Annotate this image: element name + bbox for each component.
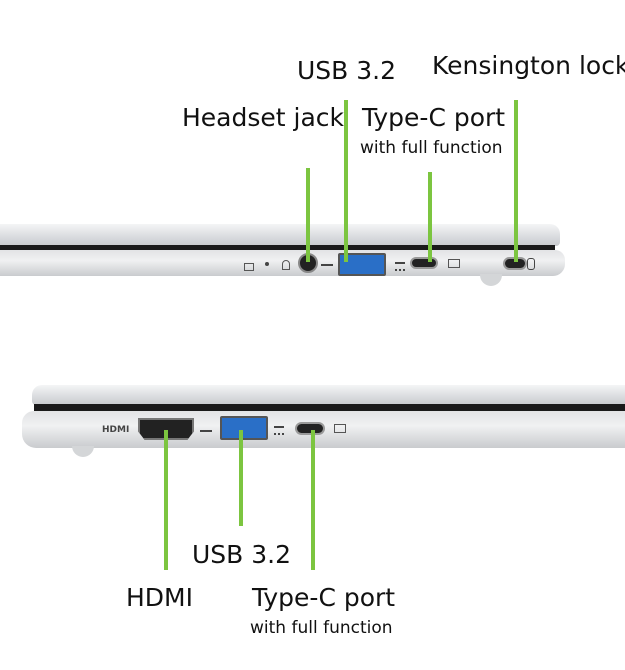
display-symbol-icon — [334, 424, 346, 433]
top-laptop-lid — [0, 224, 560, 246]
callout-line-hdmi — [164, 430, 168, 570]
hdmi-marking: HDMI — [102, 425, 130, 435]
label-usb-top: USB 3.2 — [297, 56, 397, 85]
callout-line-usb-top — [344, 100, 348, 262]
callout-line-kensington — [514, 100, 518, 262]
callout-line-usb-bottom — [239, 430, 243, 526]
label-typec-bottom-sub: with full function — [250, 618, 393, 638]
label-hdmi: HDMI — [126, 583, 193, 612]
label-typec-bottom: Type-C port — [252, 583, 396, 612]
callout-line-typec-top — [428, 172, 432, 262]
battery-led-icon — [244, 263, 254, 271]
label-kensington: Kensington lock — [432, 51, 625, 80]
bottom-laptop-lid — [32, 385, 625, 405]
bottom-laptop-hinge-gap — [34, 404, 625, 411]
display-symbol-icon — [448, 259, 460, 268]
label-typec-top: Type-C port — [362, 103, 506, 132]
dc-symbol-icon — [274, 426, 284, 435]
label-usb-bottom: USB 3.2 — [192, 540, 292, 569]
top-laptop-hinge-gap — [0, 245, 555, 250]
usb-c-port-top — [410, 257, 438, 269]
callout-line-headset — [306, 168, 310, 262]
usb-c-port-bottom — [295, 422, 325, 435]
usb-symbol-icon — [321, 264, 333, 266]
dc-symbol-icon — [395, 262, 405, 271]
top-laptop-foot — [480, 274, 502, 286]
label-headset: Headset jack — [182, 103, 345, 132]
usb-symbol-icon — [200, 430, 212, 432]
usb-a-port-top — [338, 253, 386, 276]
lock-symbol-icon — [527, 258, 535, 270]
usb-a-port-bottom — [220, 416, 268, 440]
callout-line-typec-bottom — [311, 430, 315, 570]
bottom-laptop-foot — [72, 446, 94, 457]
headset-symbol-icon — [282, 260, 290, 270]
label-typec-top-sub: with full function — [360, 138, 503, 158]
power-led-icon — [265, 262, 269, 266]
